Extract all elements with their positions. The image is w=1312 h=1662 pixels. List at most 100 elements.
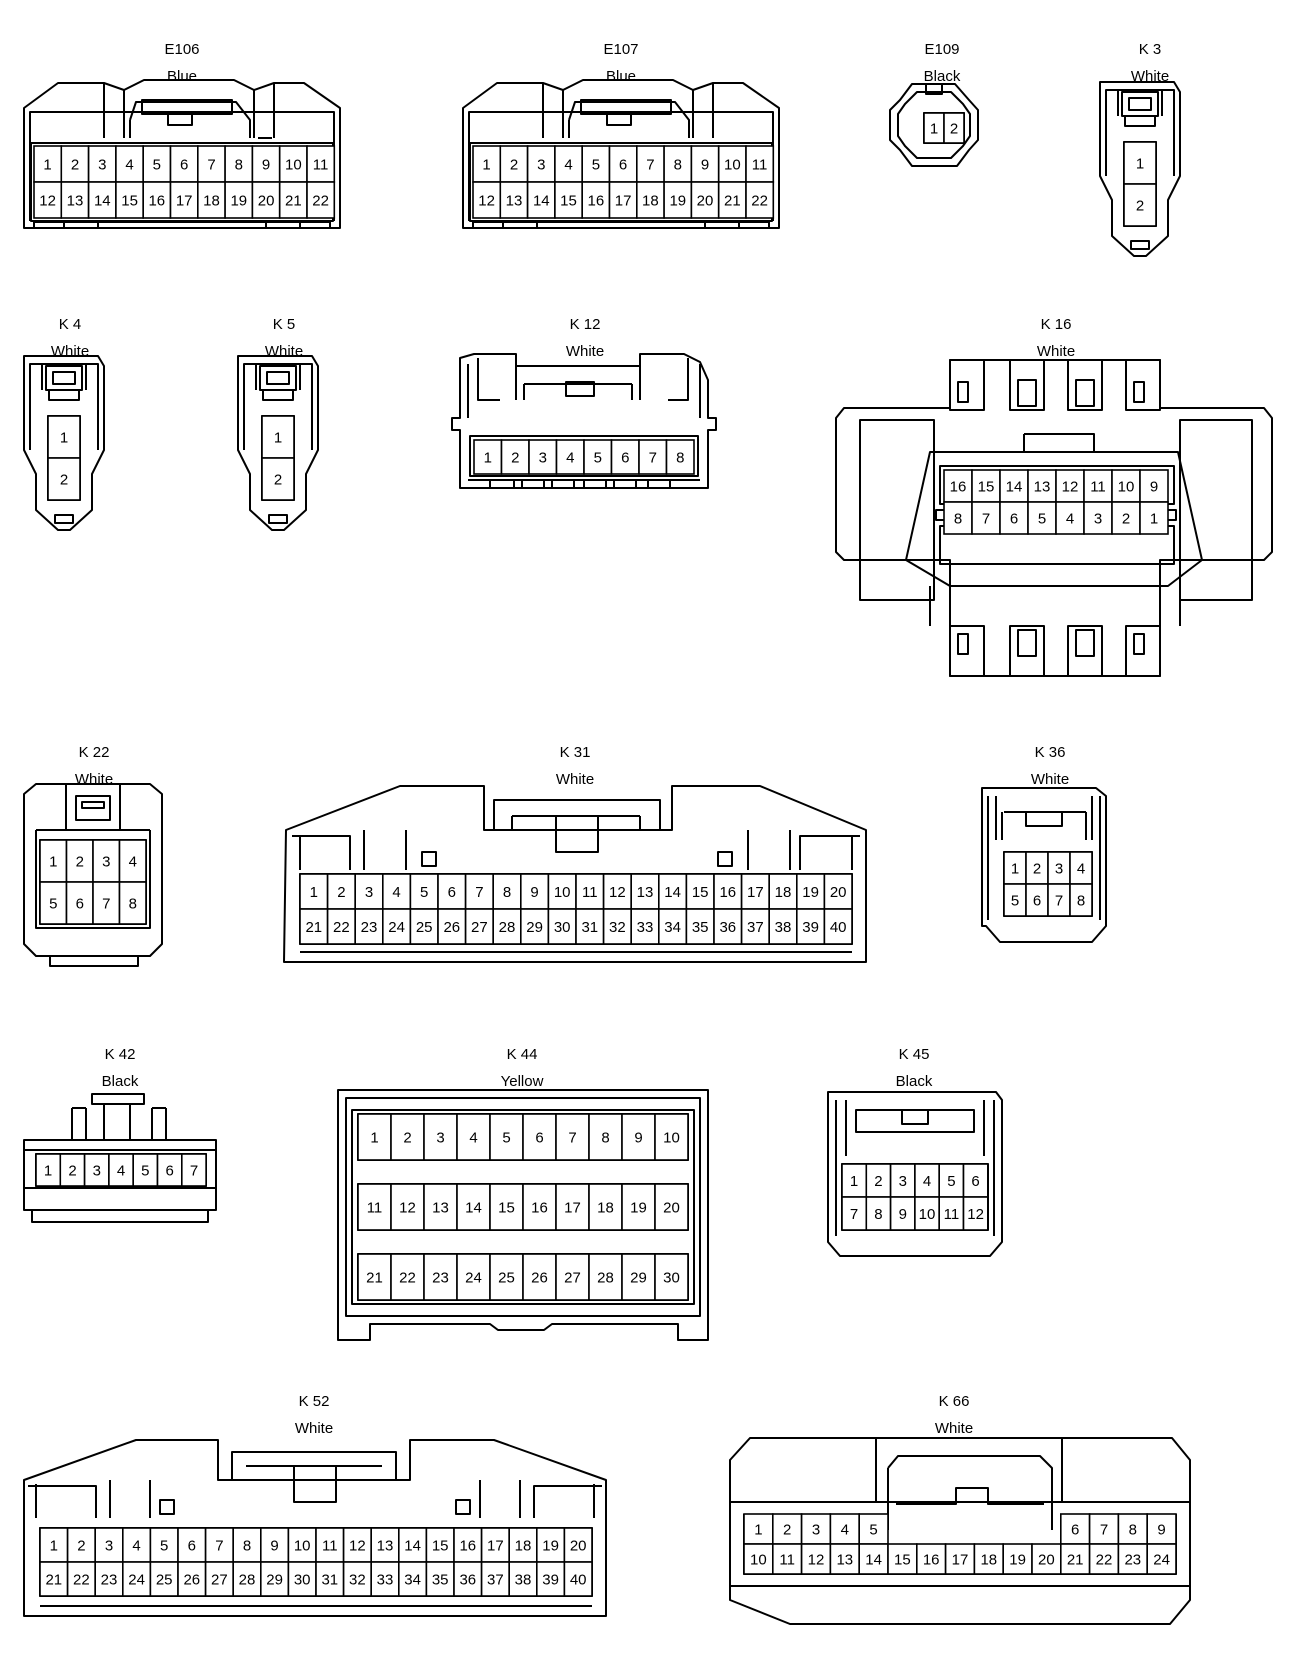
pin-number: 5 [869, 1521, 877, 1538]
pin-cavity [745, 181, 775, 219]
pin-cavity [473, 439, 503, 475]
pin-number: 13 [377, 1537, 394, 1554]
pin-cavity [1139, 501, 1169, 535]
pin-cavity [39, 1561, 69, 1597]
pin-cavity [1088, 1543, 1120, 1575]
pin-cavity [630, 908, 660, 945]
pin-number: 20 [258, 192, 275, 209]
pin-number: 16 [459, 1537, 476, 1554]
connector-color-k12: White [566, 343, 604, 360]
pin-number: 3 [93, 1162, 101, 1179]
pin-number: 29 [526, 919, 543, 936]
pin-number: 6 [76, 895, 84, 912]
pin-number: 33 [637, 919, 654, 936]
pin-number: 4 [132, 1537, 140, 1554]
pin-number: 20 [663, 1199, 680, 1216]
pin-number: 22 [73, 1571, 90, 1588]
pin-cavity [630, 873, 660, 910]
connector-id-k16: K 16 [1041, 316, 1072, 333]
pin-number: 2 [511, 449, 519, 466]
pin-number: 14 [533, 192, 550, 209]
pin-number: 29 [266, 1571, 283, 1588]
pin-cavity [823, 908, 853, 945]
pin-number: 2 [71, 156, 79, 173]
pin-number: 6 [971, 1173, 979, 1190]
pin-number: 11 [944, 1206, 960, 1223]
pin-cavity [555, 1183, 590, 1231]
pin-number: 6 [448, 884, 456, 901]
pin-cavity [500, 439, 530, 475]
pin-cavity [654, 1183, 689, 1231]
pin-cavity [357, 1253, 392, 1301]
pin-cavity [522, 1253, 557, 1301]
pin-number: 4 [564, 156, 572, 173]
pin-number: 6 [1071, 1521, 1079, 1538]
pin-number: 7 [646, 156, 654, 173]
pin-cavity [713, 873, 743, 910]
pin-number: 1 [310, 884, 318, 901]
connector-color-e106: Blue [167, 68, 197, 85]
pin-number: 8 [129, 895, 137, 912]
pin-number: 22 [751, 192, 768, 209]
pin-number: 40 [570, 1571, 587, 1588]
pin-number: 18 [642, 192, 659, 209]
pin-number: 14 [465, 1199, 482, 1216]
pin-number: 5 [141, 1162, 149, 1179]
pin-number: 5 [160, 1537, 168, 1554]
pin-cavity [39, 881, 68, 925]
pin-number: 8 [954, 510, 962, 527]
pin-number: 34 [404, 1571, 421, 1588]
pin-number: 37 [747, 919, 764, 936]
pin-number: 20 [697, 192, 714, 209]
pin-number: 17 [564, 1199, 581, 1216]
pin-number: 11 [752, 156, 768, 173]
connector-id-k5: K 5 [273, 316, 296, 333]
pin-cavity [1002, 1543, 1033, 1575]
pin-number: 32 [349, 1571, 366, 1588]
pin-cavity [390, 1183, 425, 1231]
pin-number: 36 [719, 919, 736, 936]
pin-number: 3 [539, 449, 547, 466]
pin-number: 1 [850, 1173, 858, 1190]
pin-number: 4 [117, 1162, 125, 1179]
pin-number: 8 [235, 156, 243, 173]
pin-cavity [938, 1196, 965, 1231]
pin-number: 27 [471, 919, 488, 936]
pin-cavity [1123, 183, 1157, 227]
pin-number: 19 [542, 1537, 559, 1554]
pin-cavity [522, 1183, 557, 1231]
pin-number: 1 [930, 120, 938, 137]
pin-number: 1 [482, 156, 490, 173]
pin-number: 6 [188, 1537, 196, 1554]
pin-cavity [425, 1561, 455, 1597]
pin-cavity [224, 145, 254, 183]
pin-number: 6 [619, 156, 627, 173]
pin-cavity [743, 1543, 774, 1575]
pin-number: 1 [1136, 155, 1144, 172]
pin-number: 9 [634, 1129, 642, 1146]
pin-number: 8 [1129, 1521, 1137, 1538]
pin-number: 26 [183, 1571, 200, 1588]
pin-cavity [621, 1113, 656, 1161]
connector-color-k52: White [295, 1420, 333, 1437]
pin-number: 2 [337, 884, 345, 901]
pin-number: 32 [609, 919, 626, 936]
pin-number: 39 [542, 1571, 559, 1588]
pin-number: 12 [478, 192, 495, 209]
pin-number: 1 [49, 853, 57, 870]
pin-cavity [1146, 1543, 1177, 1575]
pin-cavity [423, 1183, 458, 1231]
pin-cavity [499, 181, 529, 219]
pin-cavity [261, 457, 295, 501]
pin-number: 6 [1033, 892, 1041, 909]
pin-number: 9 [270, 1537, 278, 1554]
pin-number: 17 [176, 192, 193, 209]
pin-number: 3 [1094, 510, 1102, 527]
pin-cavity [354, 908, 384, 945]
pin-number: 2 [77, 1537, 85, 1554]
pin-cavity [938, 1163, 965, 1198]
pin-number: 15 [560, 192, 577, 209]
pin-cavity [690, 181, 720, 219]
pin-cavity [499, 145, 529, 183]
pin-number: 15 [894, 1551, 911, 1568]
